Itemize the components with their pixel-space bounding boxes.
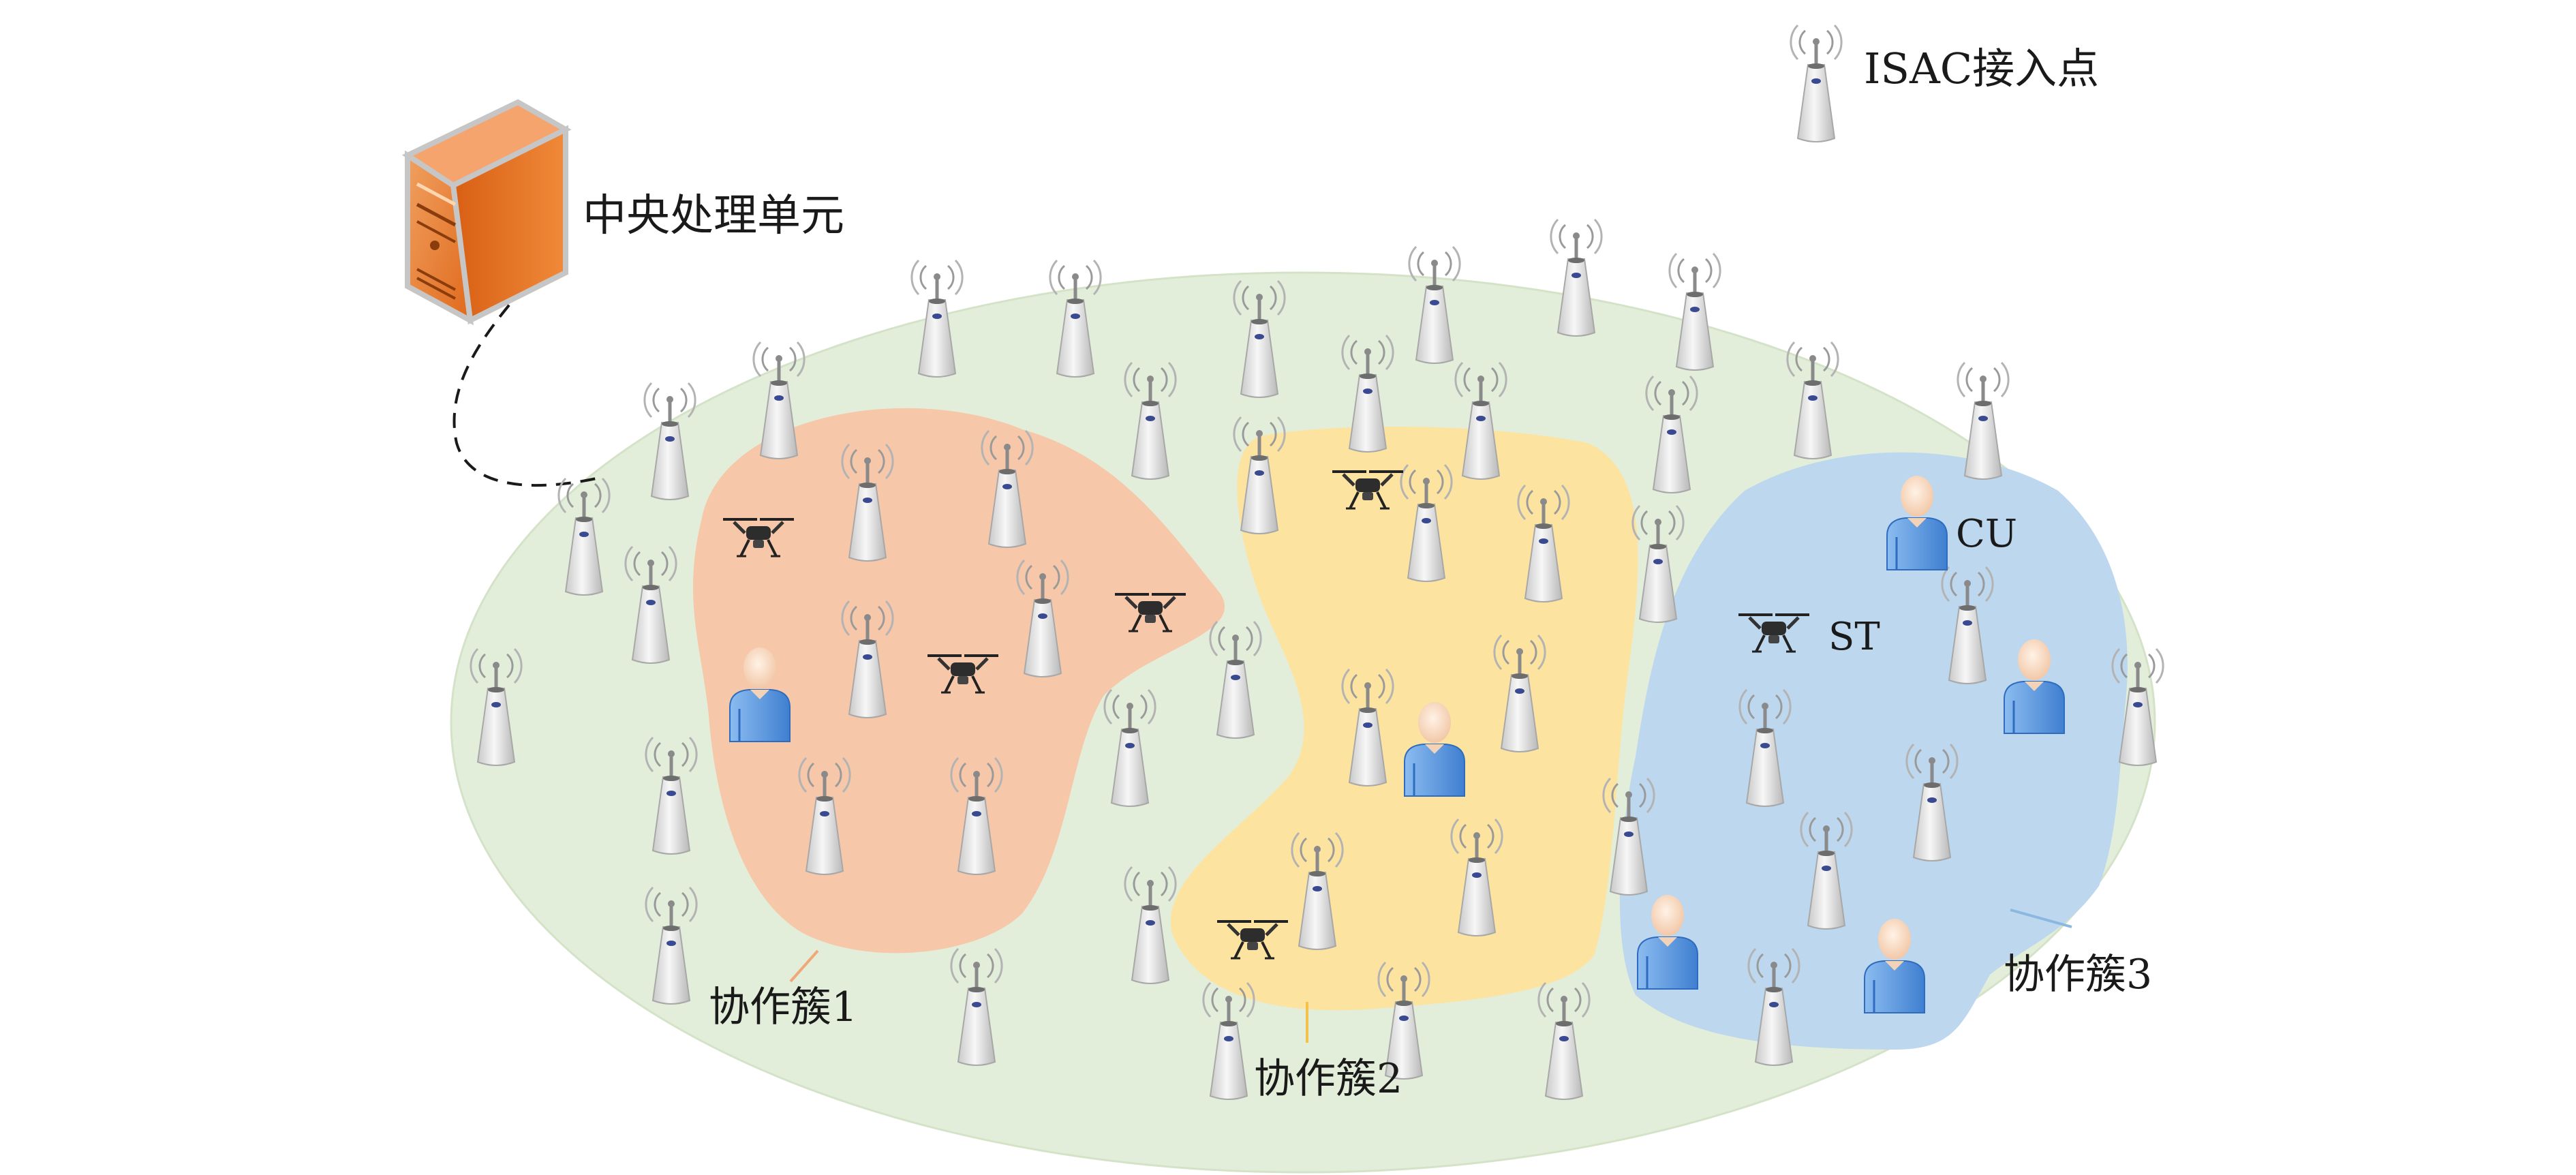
cluster-3-region <box>1619 452 2128 1050</box>
cluster-1-label: 协作簇1 <box>709 983 857 1031</box>
cpu-label: 中央处理单元 <box>583 191 844 241</box>
cu-label: CU <box>1956 512 2017 556</box>
legend: ISAC接入点 <box>1791 25 2099 142</box>
legend-ap-icon <box>1791 25 1841 142</box>
server-icon <box>401 99 572 326</box>
legend-ap-label: ISAC接入点 <box>1864 44 2099 93</box>
st-label: ST <box>1828 615 1880 659</box>
cluster-2-label: 协作簇2 <box>1254 1055 1402 1103</box>
backhaul-link <box>453 285 597 487</box>
cluster-1-leader <box>789 949 819 983</box>
cluster-3-label: 协作簇3 <box>2004 951 2152 998</box>
cluster-3-leader <box>2010 909 2072 928</box>
cluster-2-region <box>1170 427 1638 1011</box>
